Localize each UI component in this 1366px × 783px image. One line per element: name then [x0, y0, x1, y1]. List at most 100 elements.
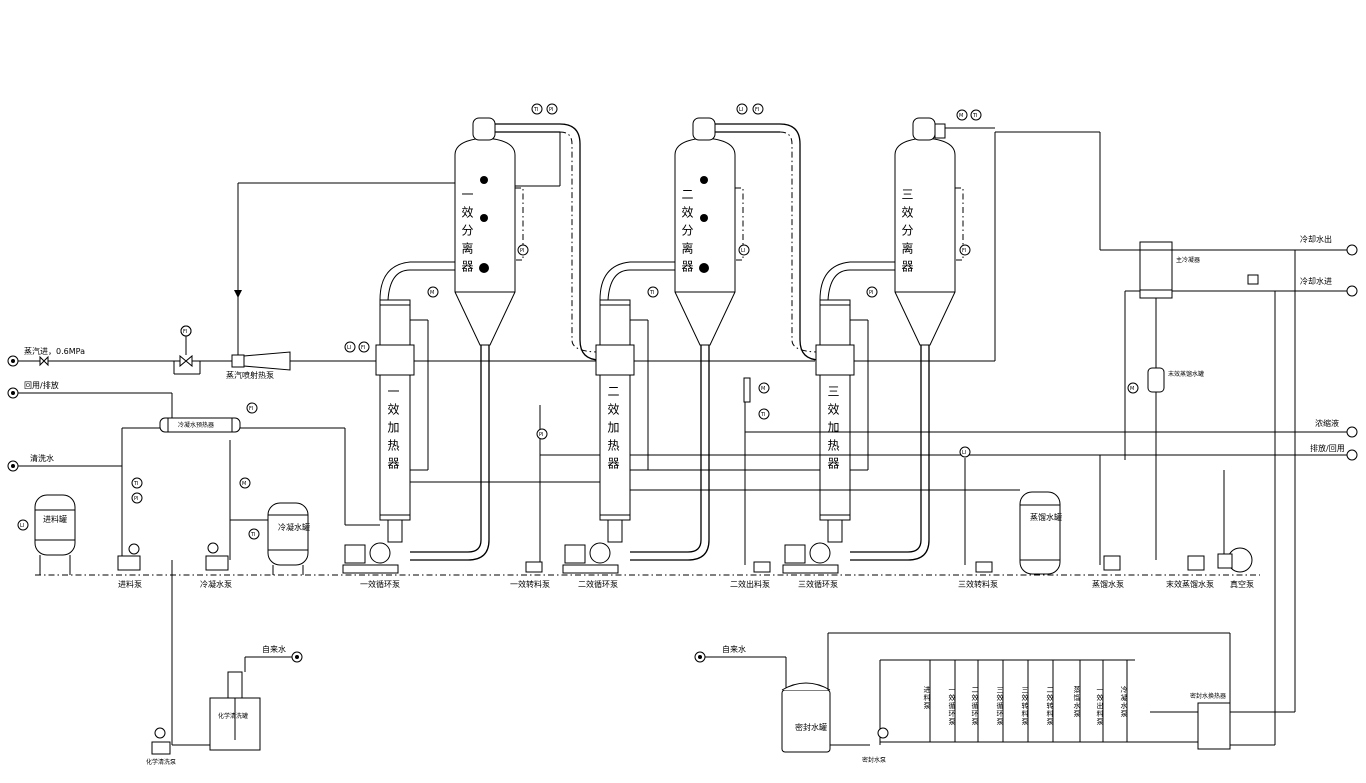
instrument-tag: M [242, 481, 246, 487]
separator-1-label-a: 一效分离器 [460, 188, 474, 278]
drain-out-node [1346, 449, 1358, 461]
instrument-tag: PI [869, 290, 874, 296]
instrument-bubble [344, 341, 356, 353]
instrument-bubble [959, 244, 971, 256]
seal-user-label: 三效循环泵 [996, 686, 1004, 726]
instrument-tag: FI [755, 107, 759, 113]
seal-user-label: 一效出料泵 [1096, 686, 1104, 726]
label-main-condenser: 主冷凝器 [1176, 256, 1200, 264]
steam-main-line [7, 131, 1140, 367]
label-final-distilled-pump: 末效蒸馏水泵 [1166, 579, 1214, 589]
cooling-water-out-node [1346, 244, 1358, 256]
instrument-bubble [246, 402, 258, 414]
seal-user-label: 三效转料泵 [1021, 686, 1029, 726]
instrument-tag: TI [250, 532, 256, 538]
instrument-bubble [738, 244, 750, 256]
instrument-bubble [758, 382, 770, 394]
label-distilled-tank: 蒸馏水罐 [1030, 512, 1062, 522]
instrument-tag: FI [361, 345, 365, 351]
heater-1-label: 一效加热器 [386, 385, 400, 475]
label-discharge-pump-2: 二效出料泵 [730, 579, 770, 589]
feed-tank [34, 494, 76, 575]
instrument-bubble [1127, 382, 1139, 394]
instrument-tag: LI [962, 450, 966, 456]
label-seal-cooler: 密封水换热器 [1190, 692, 1226, 700]
instrument-bubble [17, 519, 29, 531]
instrument-bubble [866, 286, 878, 298]
instrument-tag: LI [347, 345, 351, 351]
instrument-bubble [358, 341, 370, 353]
steam-jet-pump [231, 182, 455, 371]
cooling-water-in-node [1346, 285, 1358, 297]
instrument-bubble [647, 286, 659, 298]
concentrate-out-node [1346, 426, 1358, 438]
label-preheater: 冷凝水预热器 [178, 421, 214, 429]
instrument-tag: FI [183, 329, 187, 335]
instrument-bubble [546, 103, 558, 115]
separator-3 [894, 137, 956, 346]
label-cip-pump: 化学清洗泵 [146, 758, 176, 766]
feed-pump [117, 543, 141, 571]
instrument-bubble [752, 103, 764, 115]
label-seal-tank: 密封水罐 [795, 722, 827, 732]
instrument-bubble [517, 244, 529, 256]
process-headers [410, 402, 1350, 565]
separator-2-label: 二效分离器 [680, 188, 694, 278]
instrument-tag: M [761, 386, 765, 392]
instrument-bubble [427, 286, 439, 298]
right-risers [1230, 250, 1296, 746]
vacuum-pump [1217, 470, 1253, 573]
distilled-water-tank [1019, 491, 1061, 575]
seal-user-label: 进料泵 [923, 686, 931, 710]
label-feed-tank: 进料罐 [43, 514, 67, 524]
label-cooling-in: 冷却水进 [1300, 276, 1332, 286]
seal-user-label: 蒸馏水泵 [1073, 685, 1081, 718]
instrument-tag: TI [972, 113, 978, 119]
instrument-tag: LI [20, 523, 24, 529]
instrument-tag: FI [249, 406, 253, 412]
instrument-tag: PI [520, 248, 525, 254]
instrument-bubble [248, 528, 260, 540]
label-concentrate: 浓缩液 [1315, 418, 1339, 428]
small-pumps [525, 561, 993, 573]
label-reflux: 回用/排放 [24, 380, 59, 390]
seal-water-system [694, 632, 1231, 753]
instrument-bubble [180, 325, 192, 337]
label-circ-pump-1: 一效循环泵 [360, 579, 400, 589]
label-tap-water-1: 自来水 [262, 644, 286, 654]
instrument-bubble [758, 408, 770, 420]
seal-user-label: 一效循环泵 [948, 686, 956, 726]
seal-user-label: 二效转料泵 [1046, 686, 1054, 726]
label-circ-pump-2: 二效循环泵 [578, 579, 618, 589]
instrument-bubble [970, 109, 982, 121]
label-wash-water: 清洗水 [30, 453, 54, 463]
instrument-tag: TI [649, 290, 655, 296]
label-condensate-tank: 冷凝水罐 [278, 522, 310, 532]
instrument-tag: M [430, 290, 434, 296]
label-steam-in: 蒸汽进，0.6MPa [24, 346, 85, 356]
label-final-tank: 末效蒸馏水罐 [1168, 370, 1204, 378]
instrument-bubble [956, 109, 968, 121]
heater-1 [379, 299, 411, 521]
right-pumps [1103, 555, 1205, 571]
label-circ-pump-3: 三效循环泵 [798, 579, 838, 589]
label-seal-pump: 密封水泵 [862, 756, 886, 764]
instrument-tag: TI [760, 412, 766, 418]
instrument-tag: PI [539, 432, 544, 438]
condensate-preheater [159, 417, 241, 433]
effect-1 [342, 117, 601, 574]
main-condenser [1124, 241, 1350, 460]
instrument-tag: TI [133, 481, 139, 487]
separator-2 [674, 137, 736, 346]
left-lines [7, 387, 380, 746]
effect-3 [782, 117, 995, 574]
instrument-bubble [131, 477, 143, 489]
label-steam-jet-pump: 蒸汽喷射热泵 [226, 370, 274, 380]
instrument-tag: PI [134, 496, 139, 502]
cip-tank [151, 651, 303, 755]
heater-3 [819, 299, 851, 521]
instrument-tag: TI [533, 107, 539, 113]
label-distilled-pump: 蒸馏水泵 [1092, 579, 1124, 589]
